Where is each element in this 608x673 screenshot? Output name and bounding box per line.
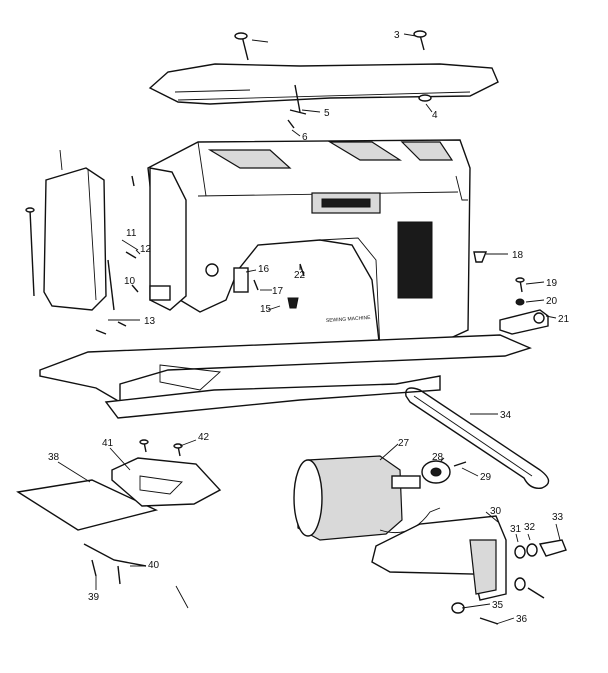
label-10: 10: [124, 276, 136, 287]
label-20: 20: [546, 296, 558, 307]
slide-spring: [83, 543, 147, 585]
label-13: 13: [144, 316, 156, 327]
thread-guide-5: [289, 84, 307, 115]
screw-6: [287, 119, 295, 129]
motor: [293, 455, 467, 541]
label-22: 22: [294, 270, 306, 281]
label-6: 6: [302, 132, 308, 143]
label-5: 5: [324, 108, 330, 119]
screw-3: [413, 30, 427, 51]
label-12: 12: [140, 244, 152, 255]
label-27: 27: [398, 438, 410, 449]
label-41: 41: [102, 438, 114, 449]
face-cover: [43, 149, 107, 311]
washer-4: [418, 94, 432, 102]
small-parts-left: [25, 175, 139, 335]
label-15: 15: [260, 304, 272, 315]
label-42: 42: [198, 432, 210, 443]
label-39: 39: [88, 592, 100, 603]
label-40: 40: [148, 560, 160, 571]
label-3: 3: [394, 30, 400, 41]
label-34: 34: [500, 410, 512, 421]
motor-bracket: [371, 515, 567, 625]
label-35: 35: [492, 600, 504, 611]
bed-plate: [39, 334, 532, 419]
top-cover: [148, 63, 499, 105]
label-33: 33: [552, 512, 564, 523]
small-parts-right: [253, 251, 549, 335]
screw-top-left: [234, 32, 249, 61]
label-4: 4: [432, 110, 438, 121]
label-38: 38: [48, 452, 60, 463]
label-28: 28: [432, 452, 444, 463]
label-21: 21: [558, 314, 570, 325]
slide-plate: [16, 457, 222, 531]
nameplate: SEWING MACHINE: [326, 315, 372, 324]
leader-lines: [57, 33, 561, 625]
label-32: 32: [524, 522, 536, 533]
side-bracket-left: [149, 167, 249, 311]
label-29: 29: [480, 472, 492, 483]
label-19: 19: [546, 278, 558, 289]
drive-belt: [405, 387, 550, 489]
label-11: 11: [126, 228, 137, 239]
label-16: 16: [258, 264, 270, 275]
screws-42: [139, 439, 183, 457]
label-18: 18: [512, 250, 524, 261]
part-labels: 3 4 5 6 10 11 12 13 15 16 17 18 19 20 21…: [48, 30, 570, 625]
label-31: 31: [510, 524, 522, 535]
label-30: 30: [490, 506, 502, 517]
label-17: 17: [272, 286, 284, 297]
machine-head: [147, 139, 471, 353]
label-36: 36: [516, 614, 528, 625]
